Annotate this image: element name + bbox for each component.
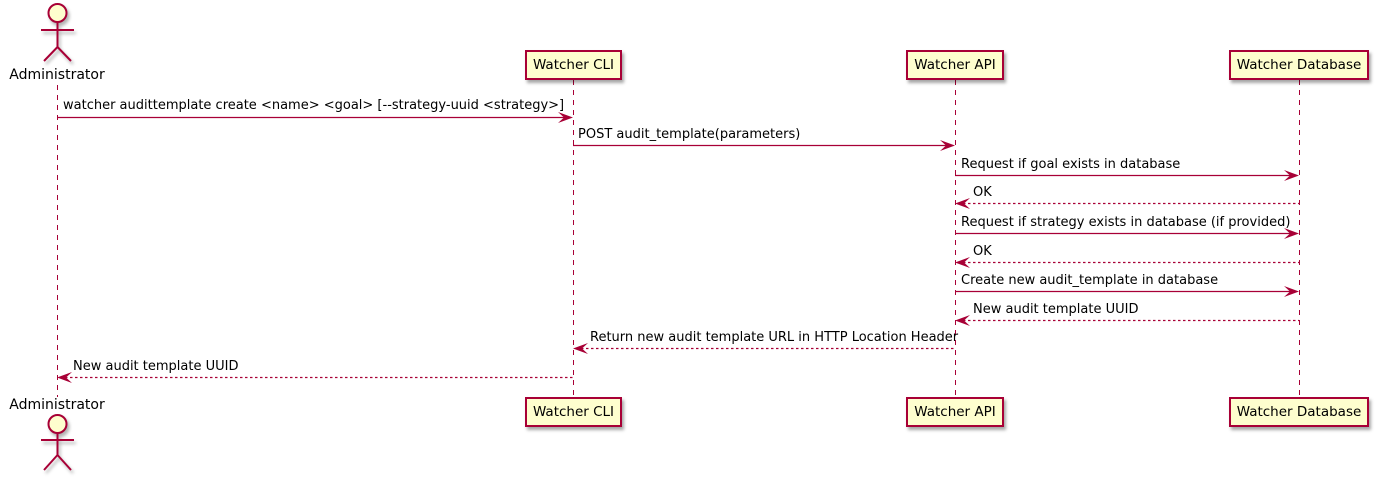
message-arrow-4 <box>955 198 1299 209</box>
arrowhead-right <box>1284 170 1299 181</box>
message-arrows <box>57 112 1299 383</box>
arrowhead-right <box>558 112 573 123</box>
arrowhead-left <box>955 315 970 326</box>
participant-box-watcher-api-top: Watcher API <box>906 50 1004 80</box>
message-label-2: POST audit_template(parameters) <box>578 127 801 142</box>
arrowhead-left <box>57 372 72 383</box>
participant-box-watcher-cli-top: Watcher CLI <box>525 50 622 80</box>
message-label-4: OK <box>973 185 992 200</box>
message-arrow-7 <box>955 286 1299 297</box>
message-arrow-6 <box>955 257 1299 268</box>
message-label-1: watcher audittemplate create <name> <goa… <box>63 98 565 113</box>
message-arrow-8 <box>955 315 1299 326</box>
message-arrow-1 <box>57 112 573 123</box>
arrowhead-left <box>955 198 970 209</box>
participant-box-watcher-cli-bottom: Watcher CLI <box>525 397 622 427</box>
actor-head <box>47 3 68 23</box>
arrowhead-right <box>1284 228 1299 239</box>
message-arrow-9 <box>573 343 955 354</box>
message-label-9: Return new audit template URL in HTTP Lo… <box>590 330 959 345</box>
participant-box-watcher-database-bottom: Watcher Database <box>1229 397 1369 427</box>
actor-label-top: Administrator <box>9 67 105 83</box>
participant-box-watcher-api-bottom: Watcher API <box>906 397 1004 427</box>
message-arrow-2 <box>573 140 955 151</box>
message-label-5: Request if strategy exists in database (… <box>961 215 1291 230</box>
actor-figure-bottom <box>41 414 74 471</box>
lifelines <box>57 80 1300 397</box>
arrowhead-right <box>1284 286 1299 297</box>
message-label-8: New audit template UUID <box>973 302 1139 317</box>
actor-label-bottom: Administrator <box>9 397 105 413</box>
message-arrow-3 <box>955 170 1299 181</box>
message-arrow-5 <box>955 228 1299 239</box>
message-label-3: Request if goal exists in database <box>961 157 1181 172</box>
message-label-10: New audit template UUID <box>73 359 239 374</box>
arrowhead-right <box>940 140 955 151</box>
message-label-6: OK <box>973 244 992 259</box>
message-arrow-10 <box>57 372 573 383</box>
actor-head <box>47 414 68 434</box>
arrowhead-left <box>955 257 970 268</box>
message-label-7: Create new audit_template in database <box>961 273 1219 288</box>
actor-figure-top <box>41 3 74 62</box>
arrowhead-left <box>573 343 588 354</box>
participant-box-watcher-database-top: Watcher Database <box>1229 50 1369 80</box>
